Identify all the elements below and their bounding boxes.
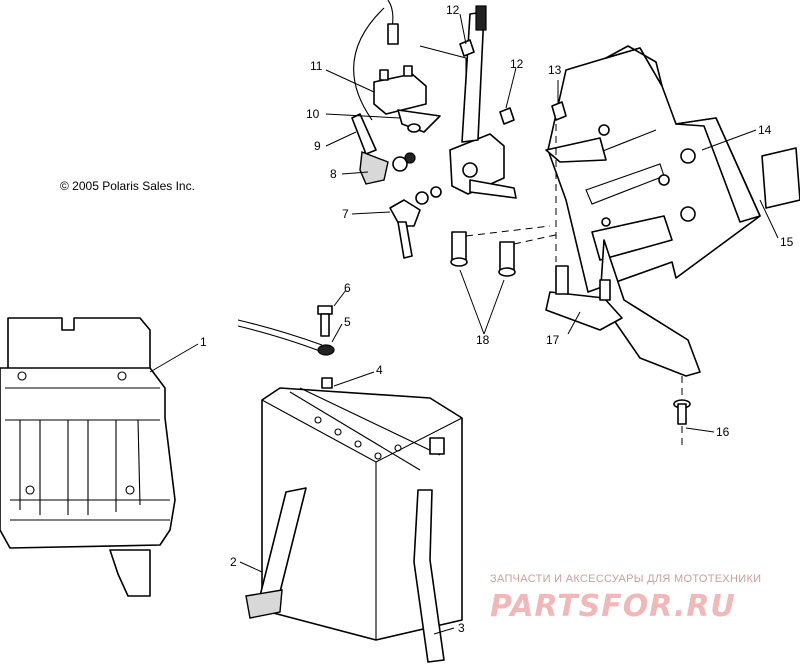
callout-17: 17 — [546, 333, 560, 347]
callout-6: 6 — [344, 281, 351, 295]
watermark-logo: PARTSFOR.RU — [490, 589, 736, 624]
vent-tube — [413, 489, 445, 663]
callout-15: 15 — [780, 235, 794, 249]
copyright-text: © 2005 Polaris Sales Inc. — [60, 179, 195, 193]
callout-13: 13 — [548, 63, 562, 77]
callout-16: 16 — [716, 425, 730, 439]
battery-box — [0, 317, 176, 597]
leader-lines — [149, 13, 779, 635]
callout-10: 10 — [306, 107, 320, 121]
callout-5: 5 — [344, 315, 351, 329]
callout-labels: 1 2 3 4 5 6 7 8 9 10 11 12 12 13 14 15 1… — [200, 3, 794, 635]
callout-12b: 12 — [510, 57, 524, 71]
callout-3: 3 — [458, 621, 465, 635]
battery-strap — [245, 487, 307, 619]
callout-8: 8 — [330, 167, 337, 181]
screw-and-washer — [317, 305, 335, 356]
watermark: ЗАПЧАСТИ И АКСЕССУАРЫ ДЛЯ МОТОТЕХНИКИ PA… — [490, 573, 761, 624]
callout-11: 11 — [310, 59, 323, 73]
callout-18: 18 — [476, 333, 490, 347]
callout-14: 14 — [758, 123, 772, 137]
mounting-bracket — [545, 45, 800, 446]
battery-cable — [237, 319, 323, 346]
solenoid-assembly — [351, 0, 561, 277]
callout-1: 1 — [200, 335, 207, 349]
callout-2: 2 — [230, 555, 237, 569]
callout-4: 4 — [376, 363, 383, 377]
callout-9: 9 — [314, 139, 321, 153]
battery — [261, 377, 463, 641]
callout-12a: 12 — [446, 3, 460, 17]
callout-7: 7 — [342, 207, 349, 221]
watermark-tagline: ЗАПЧАСТИ И АКСЕССУАРЫ ДЛЯ МОТОТЕХНИКИ — [490, 573, 761, 585]
